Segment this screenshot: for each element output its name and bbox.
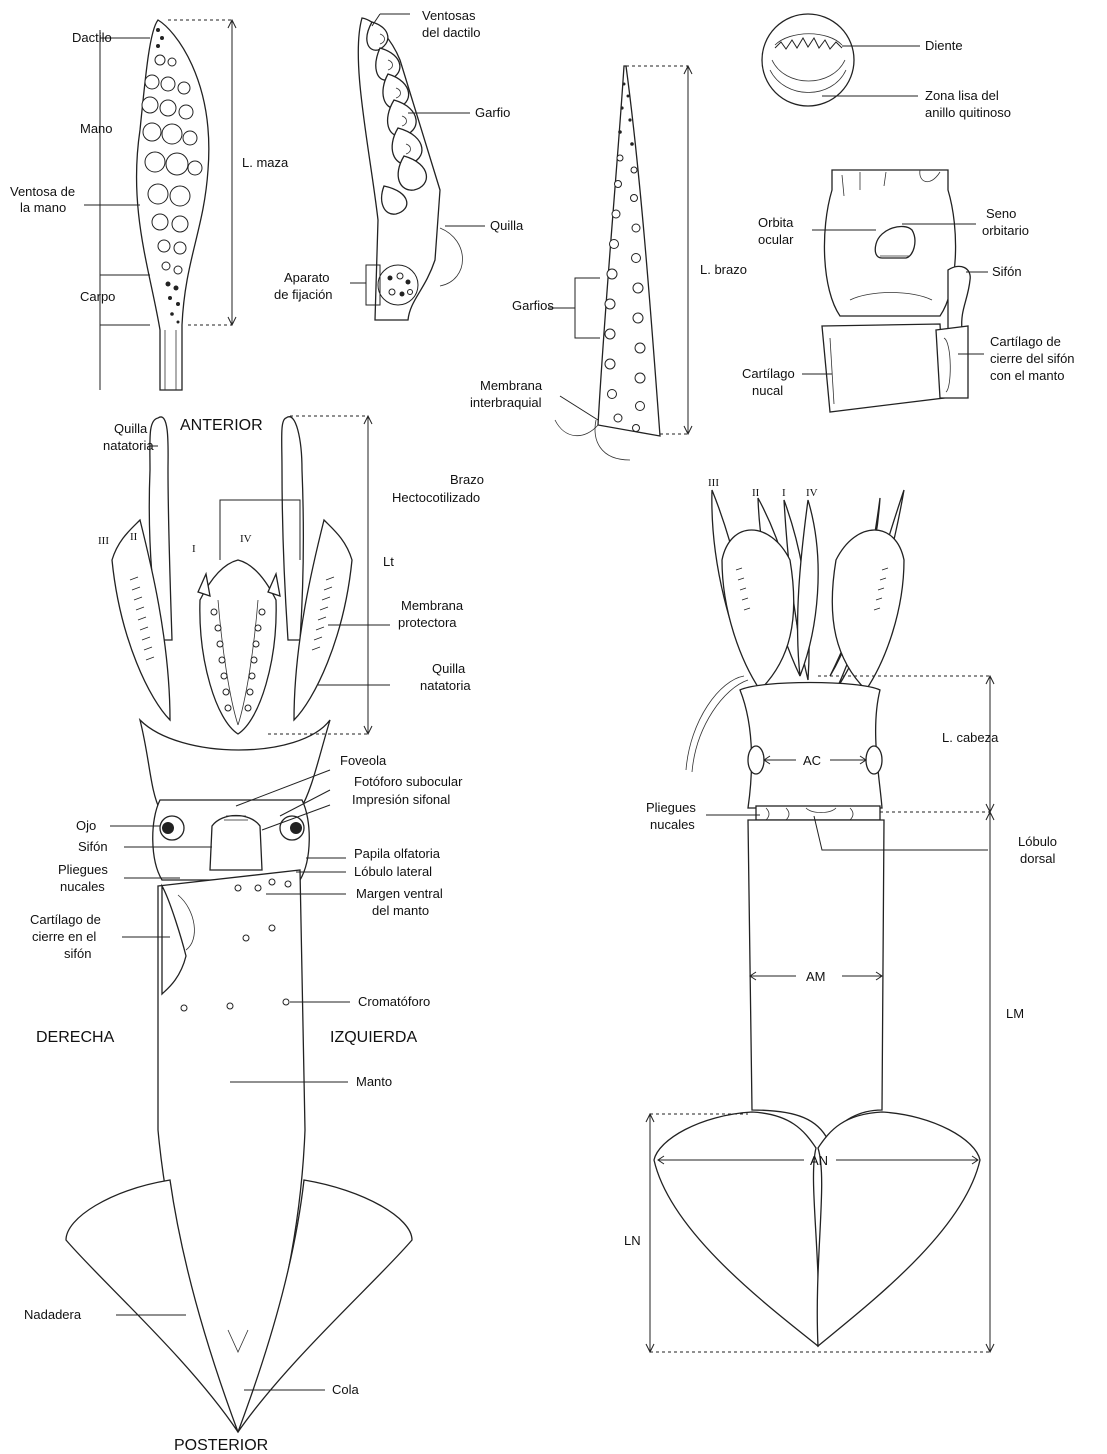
ventral-squid-panel: III II I IV Quilla natatoria ANTERIOR Br… <box>24 416 484 1454</box>
label-am: AM <box>806 969 826 984</box>
tentacle-hooks-panel: Ventosas del dactilo Garfio Quilla Apara… <box>274 8 524 320</box>
label-mano: Mano <box>80 121 113 136</box>
label-seno-1: Seno <box>986 206 1016 221</box>
label-brazo-hecto-2: Hectocotilizado <box>392 490 480 505</box>
label-pliegues-right-2: nucales <box>650 817 695 832</box>
label-sifon: Sifón <box>78 839 108 854</box>
label-cartilago-nucal-1: Cartílago <box>742 366 795 381</box>
numeral-right-III: III <box>708 477 719 489</box>
label-cromatoforo: Cromatóforo <box>358 994 430 1009</box>
label-membrana-inter-1: Membrana <box>480 378 543 393</box>
label-fotoforo: Fotóforo subocular <box>354 774 463 789</box>
label-an: AN <box>810 1153 828 1168</box>
label-dactilo: Dactilo <box>72 30 112 45</box>
label-brazo-hecto-1: Brazo <box>450 472 484 487</box>
label-anterior: ANTERIOR <box>180 417 263 434</box>
label-l-maza: L. maza <box>242 155 289 170</box>
label-ojo: Ojo <box>76 818 96 833</box>
dorsal-squid-panel: III II I IV L. cabeza AC Pliegues nucale… <box>624 477 1057 1352</box>
label-aparato-1: Aparato <box>284 270 330 285</box>
label-quilla: Quilla <box>490 218 524 233</box>
label-papila: Papila olfatoria <box>354 846 441 861</box>
label-manto: Manto <box>356 1074 392 1089</box>
label-zona-lisa-2: anillo quitinoso <box>925 105 1011 120</box>
label-ventosas-dactilo-2: del dactilo <box>422 25 481 40</box>
label-lobulo-dorsal-1: Lóbulo <box>1018 834 1057 849</box>
label-orbita-1: Orbita <box>758 215 794 230</box>
label-pliegues-left-1: Pliegues <box>58 862 108 877</box>
label-pliegues-right-1: Pliegues <box>646 800 696 815</box>
label-lobulo-dorsal-2: dorsal <box>1020 851 1056 866</box>
label-cartilago-cierre-1: Cartílago de <box>30 912 101 927</box>
label-posterior: POSTERIOR <box>174 1437 268 1454</box>
label-membrana-inter-2: interbraquial <box>470 395 542 410</box>
numeral-right-II: II <box>752 487 760 499</box>
label-cartilago-cierre-2: cierre en el <box>32 929 96 944</box>
label-foveola: Foveola <box>340 753 387 768</box>
numeral-left-IV: IV <box>240 533 252 545</box>
tentacular-club-panel: Dactilo Mano Ventosa de la mano Carpo L.… <box>10 20 289 390</box>
label-cierre-sifon-3: con el manto <box>990 368 1064 383</box>
label-garfios: Garfios <box>512 298 554 313</box>
label-lt: Lt <box>383 554 394 569</box>
label-margen-1: Margen ventral <box>356 886 443 901</box>
label-lm: LM <box>1006 1006 1024 1021</box>
label-izquierda: IZQUIERDA <box>330 1029 417 1046</box>
label-aparato-2: de fijación <box>274 287 333 302</box>
numeral-left-I: I <box>192 543 196 555</box>
label-cierre-sifon-1: Cartílago de <box>990 334 1061 349</box>
label-cierre-sifon-2: cierre del sifón <box>990 351 1075 366</box>
label-membrana-prot-2: protectora <box>398 615 457 630</box>
label-ln: LN <box>624 1233 641 1248</box>
arm-hooks-panel: L. brazo Garfios Membrana interbraquial <box>470 66 747 460</box>
label-l-brazo: L. brazo <box>700 262 747 277</box>
label-pliegues-left-2: nucales <box>60 879 105 894</box>
numeral-right-I: I <box>782 487 786 499</box>
label-zona-lisa-1: Zona lisa del <box>925 88 999 103</box>
label-lobulo-lateral: Lóbulo lateral <box>354 864 432 879</box>
head-detail-panel: Orbita ocular Seno orbitario Sifón Cartí… <box>742 170 1075 412</box>
label-ventosas-dactilo-1: Ventosas <box>422 8 476 23</box>
label-cartilago-cierre-3: sifón <box>64 946 91 961</box>
numeral-left-II: II <box>130 531 138 543</box>
label-seno-2: orbitario <box>982 223 1029 238</box>
label-cola: Cola <box>332 1382 360 1397</box>
label-quilla-natatoria-top-1: Quilla <box>114 421 148 436</box>
sucker-ring-panel: Diente Zona lisa del anillo quitinoso <box>762 14 1011 120</box>
numeral-right-IV: IV <box>806 487 818 499</box>
label-quilla-natatoria-2: natatoria <box>420 678 471 693</box>
label-ac: AC <box>803 753 821 768</box>
label-ventosa-mano-2: la mano <box>20 200 66 215</box>
label-impresion: Impresión sifonal <box>352 792 450 807</box>
label-l-cabeza: L. cabeza <box>942 730 999 745</box>
label-margen-2: del manto <box>372 903 429 918</box>
label-cartilago-nucal-2: nucal <box>752 383 783 398</box>
numeral-left-III: III <box>98 535 109 547</box>
label-sifon-head: Sifón <box>992 264 1022 279</box>
label-nadadera: Nadadera <box>24 1307 82 1322</box>
label-ventosa-mano-1: Ventosa de <box>10 184 75 199</box>
label-garfio: Garfio <box>475 105 510 120</box>
label-derecha: DERECHA <box>36 1029 115 1046</box>
label-quilla-natatoria-top-2: natatoria <box>103 438 154 453</box>
label-quilla-natatoria-1: Quilla <box>432 661 466 676</box>
label-diente: Diente <box>925 38 963 53</box>
label-orbita-2: ocular <box>758 232 794 247</box>
label-membrana-prot-1: Membrana <box>401 598 464 613</box>
label-carpo: Carpo <box>80 289 115 304</box>
